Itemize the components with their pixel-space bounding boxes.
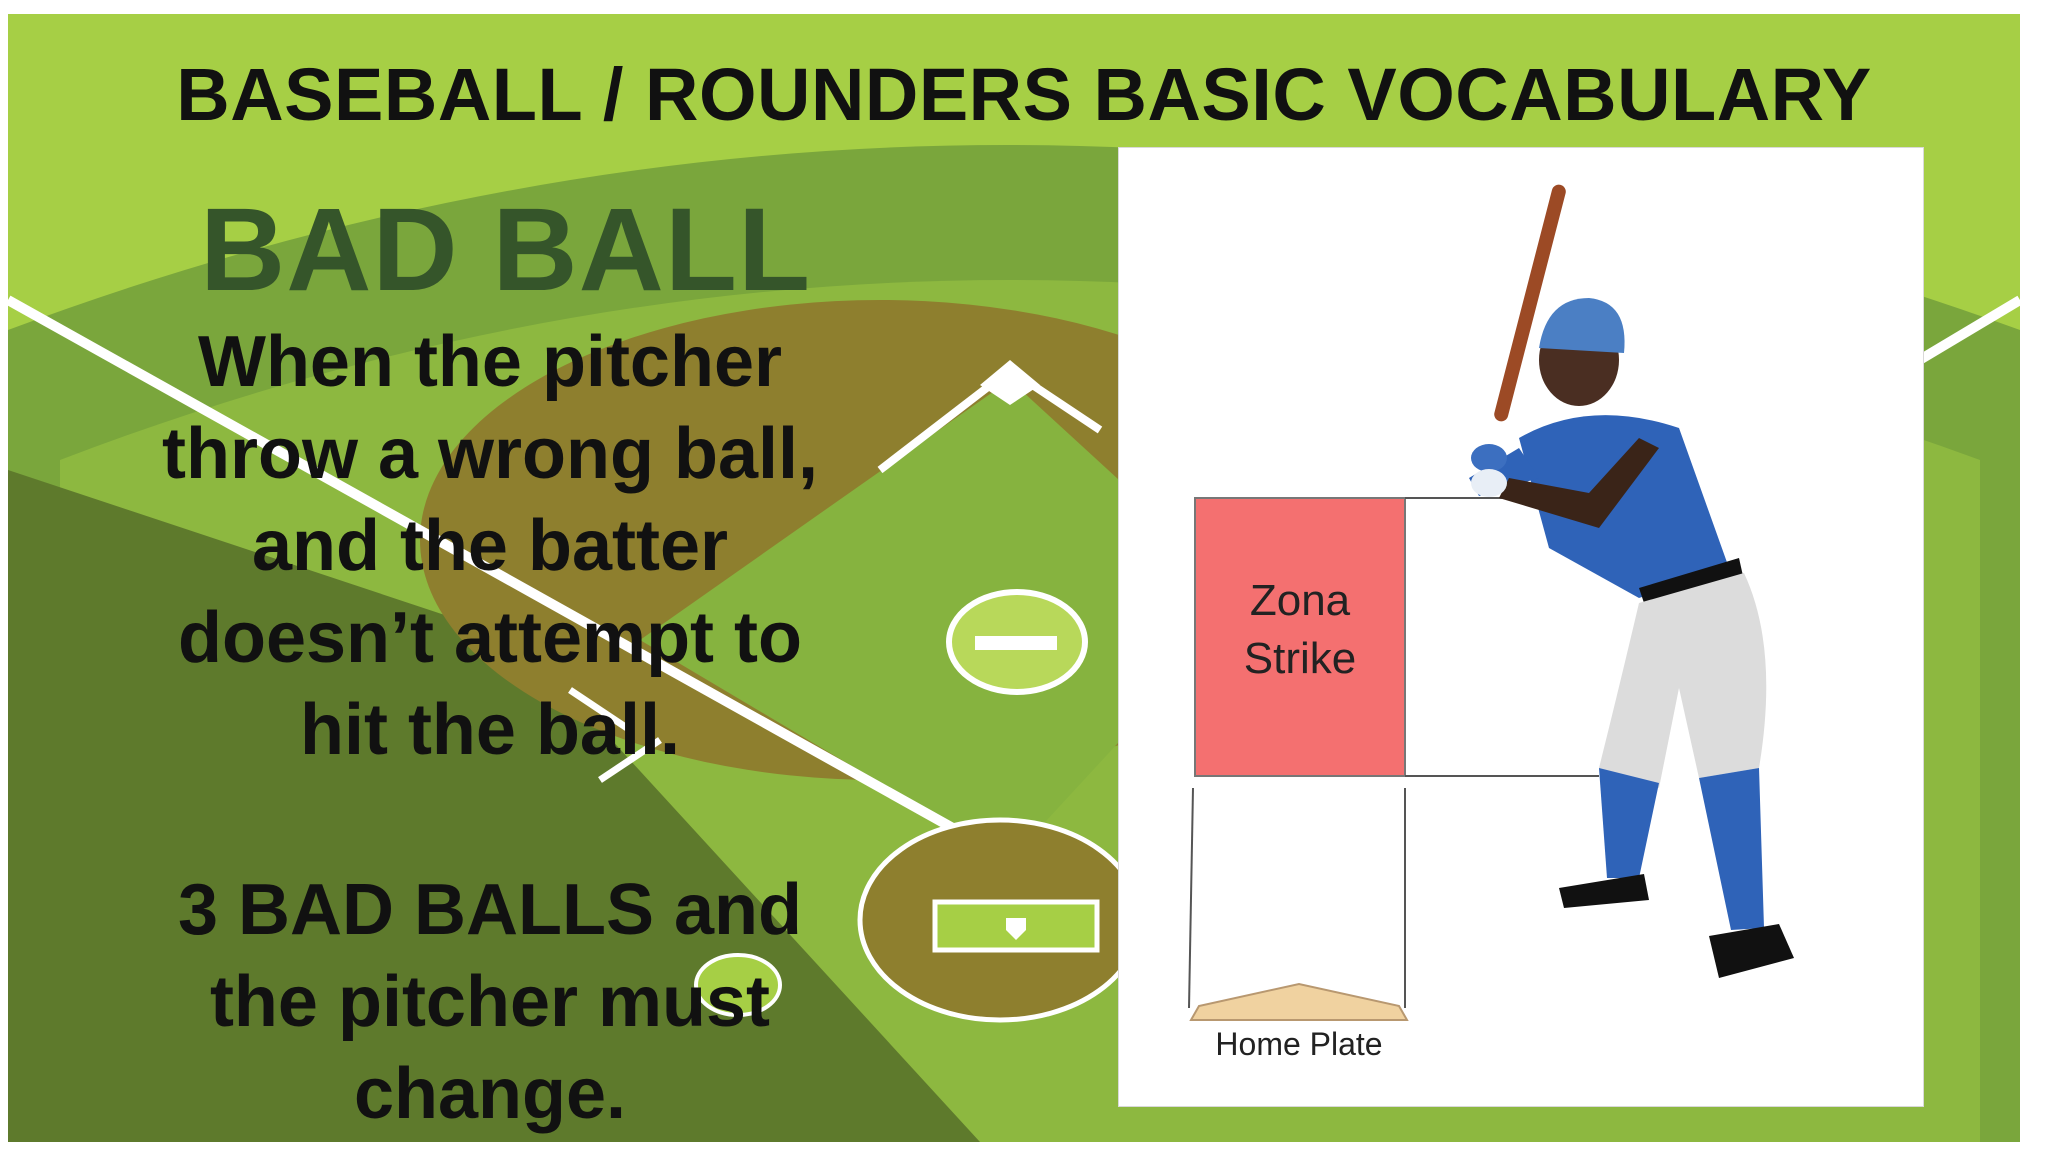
zone-label-line: Strike xyxy=(1243,634,1357,683)
strike-zone-diagram: Zona Strike Home Plate xyxy=(1118,147,1924,1107)
home-plate-label: Home Plate xyxy=(1215,1026,1383,1062)
definition-text: When the pitcher throw a wrong ball, and… xyxy=(60,316,920,776)
vocabulary-term: BAD BALL xyxy=(200,184,812,316)
batter-illustration xyxy=(1188,184,1794,1021)
slide-title: BASEBALL / ROUNDERS BASIC VOCABULARY xyxy=(176,53,1872,136)
strike-zone-label: Zona Strike xyxy=(1195,572,1405,688)
rule-line: 3 BAD BALLS and xyxy=(177,870,803,950)
definition-line: When the pitcher xyxy=(197,322,782,402)
definition-line: and the batter xyxy=(251,506,729,586)
rule-text: 3 BAD BALLS and the pitcher must change. xyxy=(60,864,920,1140)
baseball-batter-figure xyxy=(1469,184,1794,978)
zone-label-line: Zona xyxy=(1249,576,1351,625)
definition-line: throw a wrong ball, xyxy=(161,414,818,494)
home-plate-shape xyxy=(1189,982,1409,1021)
definition-line: hit the ball. xyxy=(299,690,680,770)
rule-line: change. xyxy=(353,1054,627,1134)
strike-zone-box xyxy=(1194,497,1406,777)
definition-line: doesn’t attempt to xyxy=(178,598,802,678)
rule-line: the pitcher must xyxy=(209,962,771,1042)
